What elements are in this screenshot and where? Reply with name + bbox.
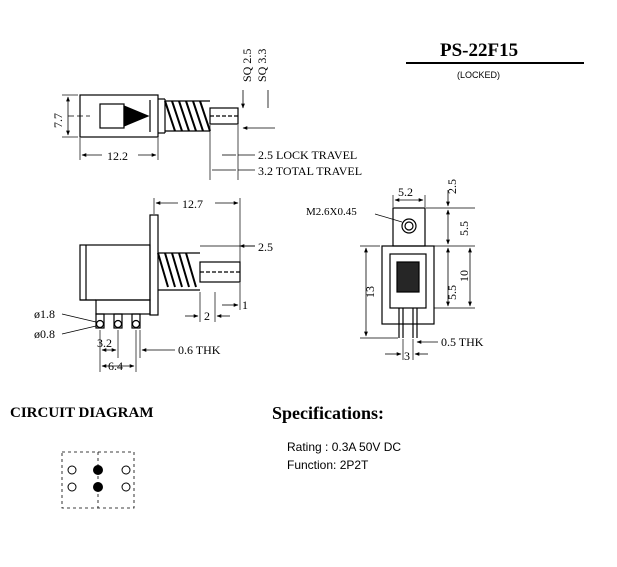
end-upper-label: 5.5 <box>457 221 471 236</box>
end-height-10-label: 10 <box>457 270 471 282</box>
dim-1-label: 1 <box>242 298 248 312</box>
sq-small-label: SQ 2.5 <box>240 49 254 82</box>
circuit-diagram-heading: CIRCUIT DIAGRAM <box>10 405 154 421</box>
total-travel-label: 3.2 TOTAL TRAVEL <box>258 164 362 178</box>
spec-rating: Rating : 0.3A 50V DC <box>287 440 402 454</box>
circuit-diagram-drawing <box>61 451 135 509</box>
screw-size-label: M2.6X0.45 <box>306 206 357 218</box>
end-view-drawing <box>360 190 475 360</box>
lock-travel-label: 2.5 LOCK TRAVEL <box>258 148 357 162</box>
end-lower-label: 5.5 <box>445 285 459 300</box>
top-view-drawing <box>62 90 275 180</box>
spec-function: Function: 2P2T <box>287 458 369 472</box>
sq-large-label: SQ 3.3 <box>255 49 269 82</box>
hole-outer-label: ø1.8 <box>34 307 55 321</box>
top-width-label: 12.2 <box>107 149 128 163</box>
end-thickness-label: 0.5 THK <box>441 335 484 349</box>
dim-2-label: 2 <box>204 309 210 323</box>
end-top-offset-label: 2.5 <box>445 179 459 194</box>
specifications-heading: Specifications: <box>272 403 384 423</box>
side-thickness-label: 0.6 THK <box>178 343 221 357</box>
side-view-drawing <box>61 198 255 372</box>
top-height-label: 7.7 <box>51 113 65 128</box>
hole-inner-label: ø0.8 <box>34 327 55 341</box>
title-underline <box>406 62 584 64</box>
pin-span-label: 6.4 <box>108 359 123 373</box>
end-pin-width-label: 3 <box>404 349 410 363</box>
end-height-13-label: 13 <box>363 286 377 298</box>
end-width-label: 5.2 <box>398 185 413 199</box>
part-number-title: PS-22F15 <box>440 40 519 61</box>
pin-pitch-label: 3.2 <box>97 336 112 350</box>
side-plunger-label: 2.5 <box>258 240 273 254</box>
side-length-label: 12.7 <box>182 197 203 211</box>
lock-type-label: (LOCKED) <box>457 70 501 80</box>
